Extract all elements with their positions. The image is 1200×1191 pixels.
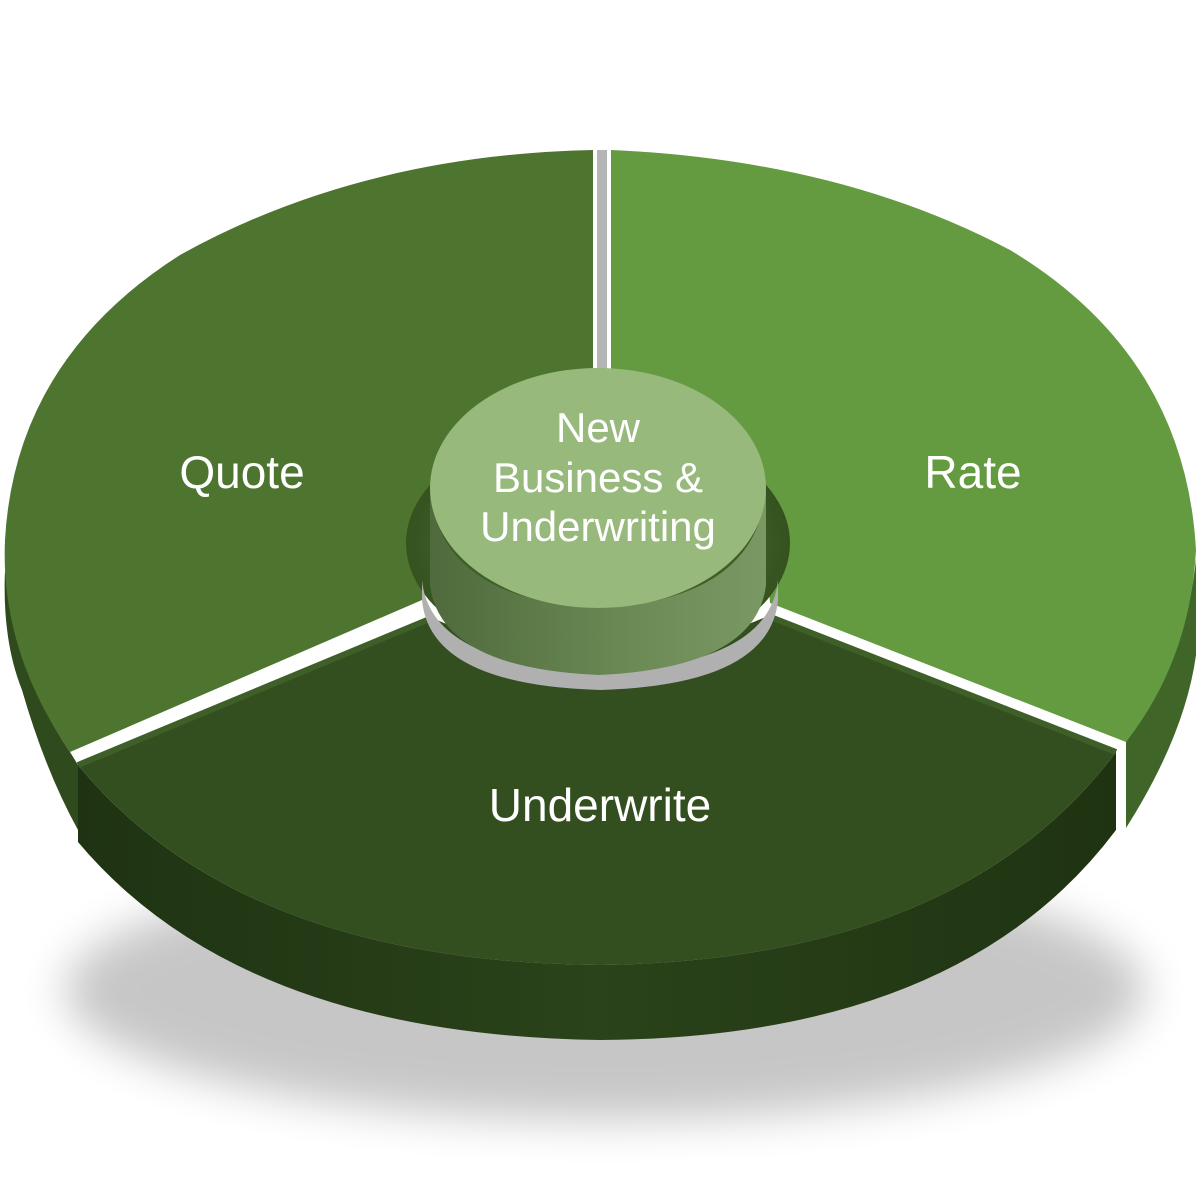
hub-label-line-1: New <box>556 404 641 451</box>
center-hub <box>406 368 790 690</box>
segment-underwrite <box>76 613 1118 1040</box>
quote-top <box>4 150 593 752</box>
hub-label-line-2: Business & <box>493 454 703 501</box>
rate-top <box>611 150 1196 742</box>
hub-label-line-3: Underwriting <box>480 503 716 550</box>
hub-side <box>430 490 766 675</box>
underwrite-side <box>78 752 1116 1040</box>
hub-ring <box>422 580 778 690</box>
hub-top <box>430 368 766 608</box>
rate-side <box>1126 560 1196 828</box>
quote-side <box>4 570 78 830</box>
segment-quote <box>4 150 593 830</box>
label-rate: Rate <box>924 446 1021 498</box>
segment-rate <box>611 150 1196 828</box>
underwrite-top <box>78 616 1116 965</box>
label-quote: Quote <box>179 446 304 498</box>
label-underwrite: Underwrite <box>489 779 711 831</box>
